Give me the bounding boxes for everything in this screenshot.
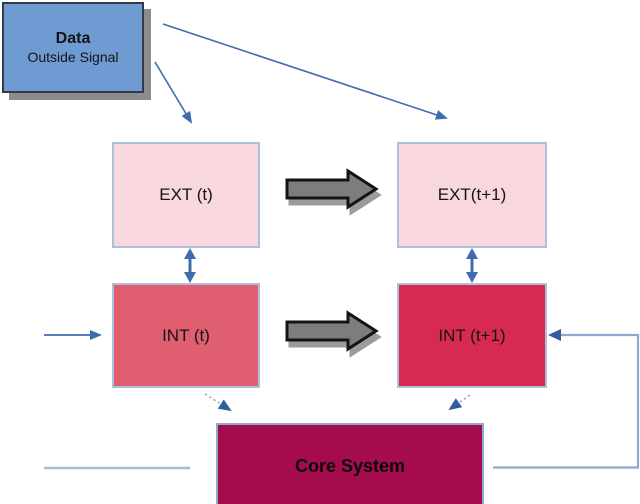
node-ext-t-label: EXT (t): [159, 185, 213, 204]
data-outside-signal-box: Data Outside Signal: [2, 2, 144, 93]
node-core-system-label: Core System: [294, 456, 406, 476]
node-int-t-label: INT (t): [162, 325, 210, 345]
data-box-subtitle: Outside Signal: [27, 48, 119, 65]
double-arrow-ext-t1-int-t1: [466, 248, 478, 283]
node-ext-t1: EXT(t+1): [397, 142, 547, 248]
dashed-arrow-int-t1-to-core: [448, 394, 471, 411]
dashed-arrow-int-t-to-core: [204, 393, 232, 412]
double-arrow-ext-t-int-t: [184, 248, 196, 283]
thick-arrow-int-t-to-int-t1: [285, 310, 379, 352]
node-int-t1: INT (t+1): [397, 283, 547, 388]
arrow-data-to-ext-t1: [162, 23, 448, 120]
data-box-title: Data: [55, 29, 91, 47]
thick-arrow-ext-t-to-ext-t1: [285, 168, 379, 210]
node-ext-t: EXT (t): [112, 142, 260, 248]
node-int-t1-label: INT (t+1): [438, 325, 506, 345]
arrow-data-to-ext-t: [154, 61, 193, 124]
node-int-t: INT (t): [112, 283, 260, 388]
node-core-system: Core System: [216, 423, 484, 504]
node-ext-t1-label: EXT(t+1): [437, 185, 507, 204]
